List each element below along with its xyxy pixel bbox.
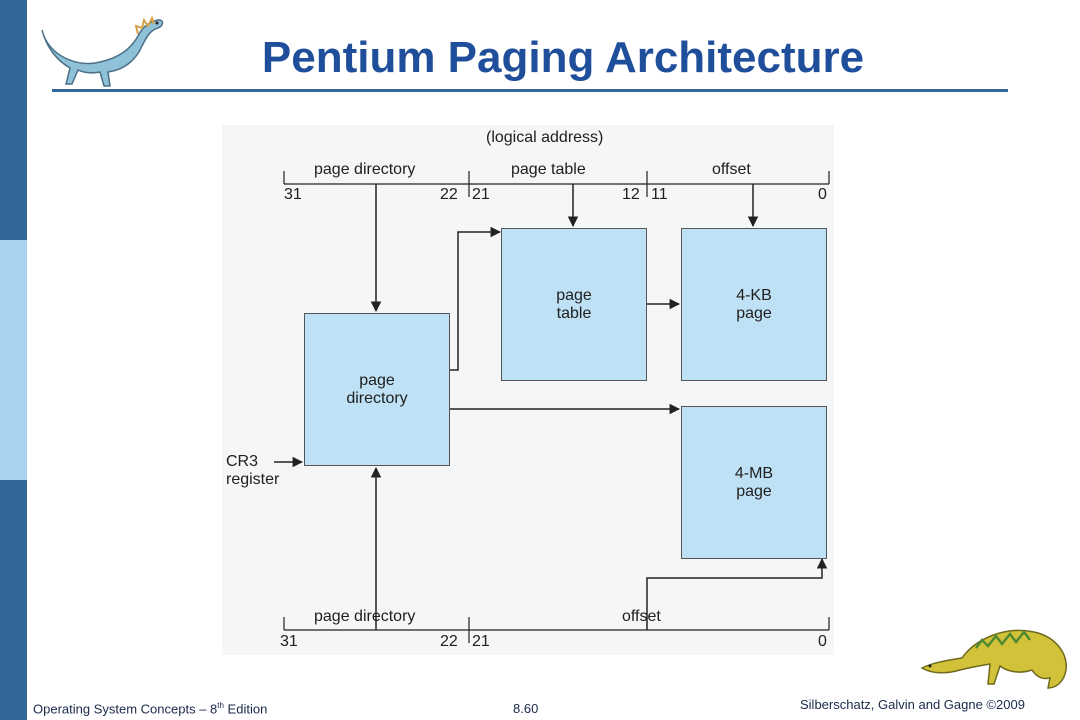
page-table-box: page table [501,228,647,381]
sidebar-segment-bottom [0,480,27,720]
sidebar [0,0,27,720]
sidebar-segment-top [0,0,27,240]
footer-title-sup: th [217,701,224,710]
footer-copyright: Silberschatz, Galvin and Gagne ©2009 [800,697,1025,712]
sidebar-segment-middle [0,240,27,480]
top-bit-12: 12 [622,186,640,203]
cr3-label: CR3 [226,453,259,470]
top-field-page-directory: page directory [314,161,416,178]
title-divider [52,89,1008,92]
dinosaur-icon [41,15,164,87]
footer-title-prefix: Operating System Concepts – 8 [33,701,218,717]
footer-book-title: Operating System Concepts – 8th Edition [33,701,267,716]
page-title: Pentium Paging Architecture [261,33,865,82]
footer-page-number: 8.60 [513,701,539,716]
logical-address-label: (logical address) [486,129,604,146]
top-bit-0: 0 [818,186,827,203]
top-bit-11: 11 [651,186,668,203]
bottom-field-page-directory: page directory [314,608,416,625]
bottom-bit-21: 21 [472,633,490,650]
footer-title-suffix: Edition [223,701,268,717]
page-4kb-box: 4-KB page [681,228,827,381]
top-bit-31: 31 [284,186,302,203]
arrow-pagedirectory-to-pagetable [450,226,502,371]
top-bit-22: 22 [440,186,458,203]
bottom-bit-31: 31 [280,633,298,650]
bottom-bit-0: 0 [818,633,827,650]
paging-diagram: (logical address) page directory page ta… [222,125,834,655]
top-bit-21: 21 [472,186,490,203]
bottom-bit-22: 22 [440,633,458,650]
top-field-page-table: page table [511,161,586,178]
dinosaur-icon [920,629,1067,689]
top-field-offset: offset [712,161,751,178]
page-directory-box: page directory [304,313,450,466]
bottom-field-offset: offset [622,608,661,625]
page-4mb-box: 4-MB page [681,406,827,559]
arrow-bottom-offset-to-4mb [646,557,828,630]
register-label: register [226,471,280,488]
